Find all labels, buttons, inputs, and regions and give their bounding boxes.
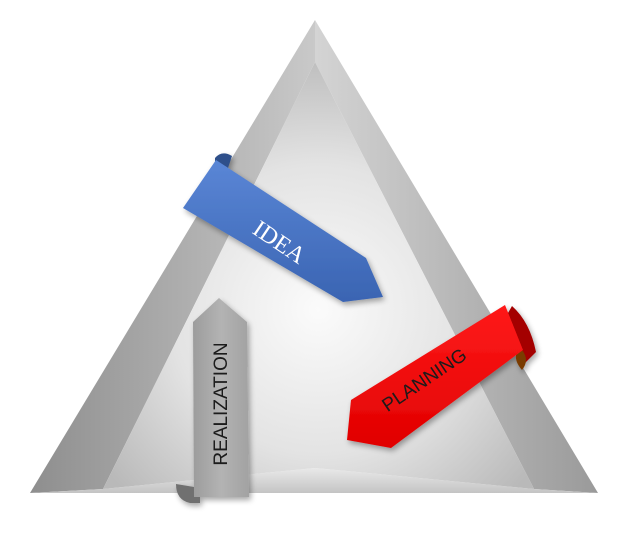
- triangle-bevel-left: [30, 20, 315, 493]
- planning-arrow-body: [347, 305, 523, 448]
- idea-arrow-body: [183, 160, 383, 302]
- triangle-bevel-right: [315, 20, 598, 493]
- realization-label: REALIZATION: [211, 342, 232, 465]
- triangle-bevel-bottom: [30, 468, 598, 493]
- planning-arrow-curl: [504, 306, 536, 366]
- realization-arrow-body: [193, 298, 249, 497]
- planning-arrow-curl-tip: [515, 350, 526, 370]
- realization-arrow: REALIZATION: [176, 298, 249, 503]
- idea-arrow: IDEA: [183, 153, 383, 302]
